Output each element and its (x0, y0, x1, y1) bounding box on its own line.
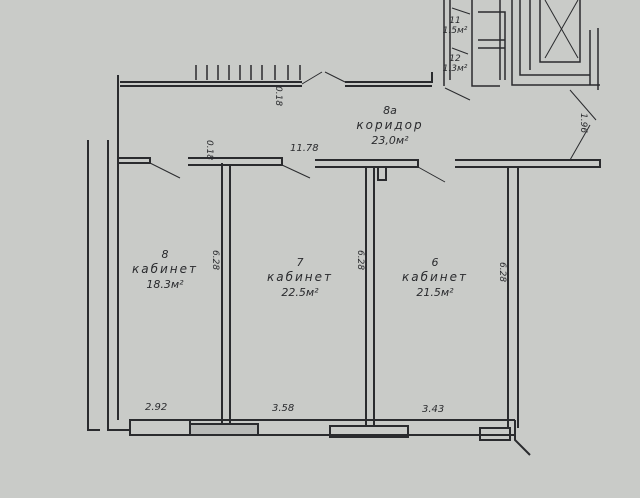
room-area: 23,0м² (371, 134, 409, 147)
window-segment (189, 423, 259, 436)
window-segment (329, 425, 409, 438)
room-number: 8а (383, 104, 397, 117)
dimension-wall: 0.18 (273, 86, 283, 107)
room-12-label: 12 1.3м² (440, 54, 470, 74)
dimension-corridor-length: 11.78 (290, 143, 319, 154)
room-area: 1.3м² (442, 64, 468, 74)
room-name: кабинет (401, 270, 469, 284)
dimension-height: 6.28 (210, 250, 220, 271)
window-segment (129, 419, 191, 436)
dimension-width: 2.92 (145, 402, 168, 413)
room-name: кабинет (131, 262, 199, 276)
room-8-label: 8 кабинет 18.3м² (115, 247, 215, 292)
room-number: 12 (449, 54, 461, 64)
partition-wall (365, 167, 387, 426)
dimension-corridor-width: 1.96 (578, 113, 588, 134)
room-number: 8 (161, 248, 169, 261)
room-area: 18.3м² (146, 278, 184, 291)
room-name: кабинет (266, 270, 334, 284)
dimension-width: 3.43 (422, 404, 445, 415)
room-6-label: 6 кабинет 21.5м² (380, 255, 490, 300)
dimension-height: 6.28 (355, 250, 365, 271)
dimension-wall: 0.18 (204, 140, 214, 161)
window-segment (479, 427, 511, 441)
room-area: 1.5м² (442, 26, 468, 36)
room-number: 11 (449, 16, 461, 26)
corridor-top-wall (120, 72, 433, 87)
partition-wall (507, 167, 519, 428)
room-8a-label: 8а коридор 23,0м² (340, 103, 440, 148)
corridor-bottom-wall (118, 157, 601, 168)
room-area: 21.5м² (416, 286, 454, 299)
stair-core (443, 0, 600, 90)
outer-wall-left (107, 75, 130, 431)
dimension-height: 6.28 (497, 262, 507, 283)
room-11-label: 11 1.5м² (440, 16, 470, 36)
room-name: коридор (356, 118, 424, 132)
room-area: 22.5м² (281, 286, 319, 299)
partition-wall (221, 163, 231, 424)
room-number: 7 (296, 256, 304, 269)
room-number: 6 (431, 256, 439, 269)
dimension-width: 3.58 (272, 403, 295, 414)
room-7-label: 7 кабинет 22.5м² (245, 255, 355, 300)
